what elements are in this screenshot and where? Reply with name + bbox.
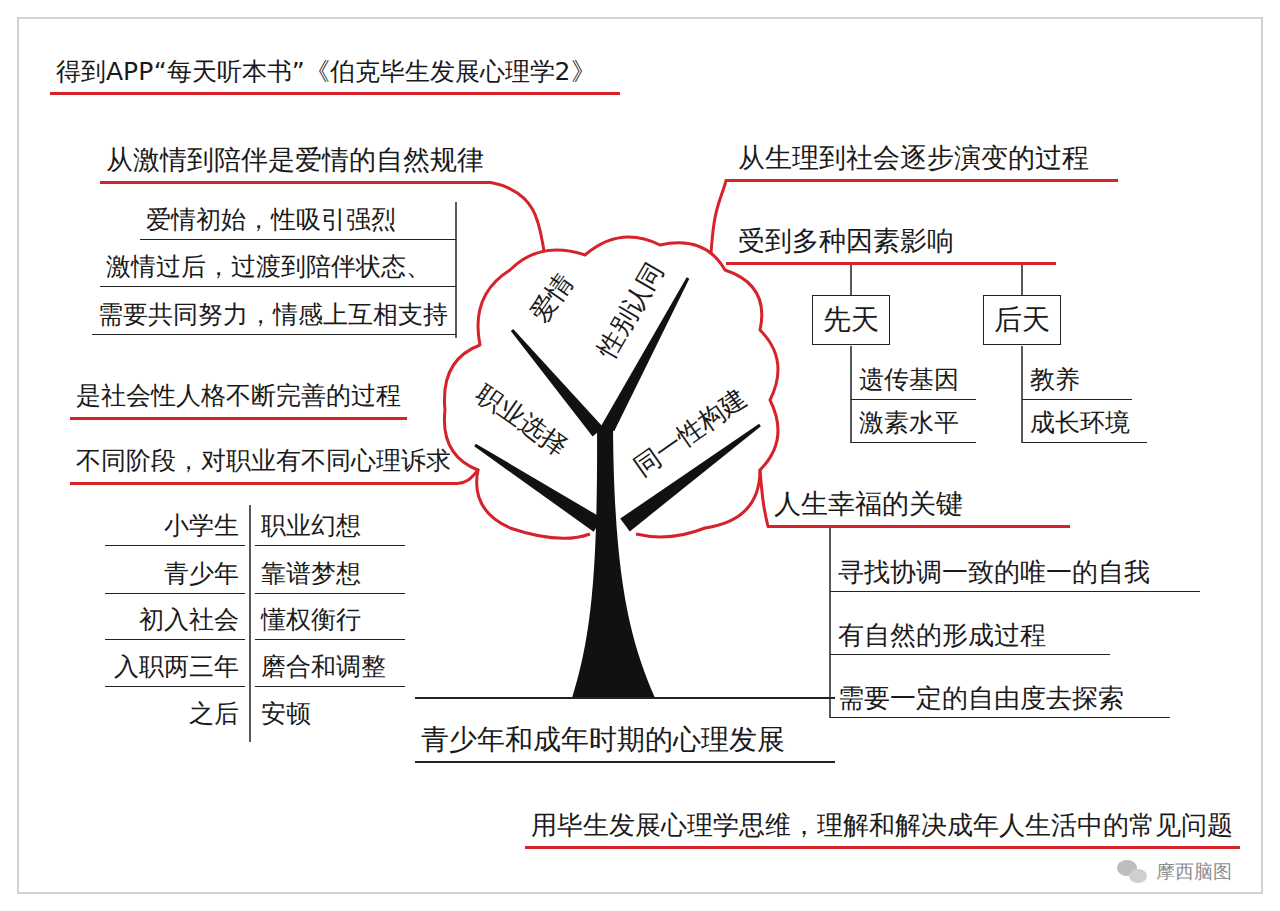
- caption-text: 用毕生发展心理学思维，理解和解决成年人生活中的常见问题: [525, 808, 1240, 849]
- label-slot: 教养: [1022, 364, 1132, 400]
- note-text: 之后: [105, 698, 245, 730]
- note-text: 磨合和调整: [255, 651, 405, 687]
- cloud-crown: 爱情性别认同职业选择同一性构建: [430, 220, 800, 550]
- note-text: 安顿: [255, 698, 317, 730]
- label-slot: 靠谱梦想: [255, 558, 405, 594]
- label-slot: 之后: [105, 698, 245, 730]
- trunk-label: 青少年和成年时期的心理发展: [415, 722, 835, 763]
- heading-text: 受到多种因素影响: [726, 224, 1056, 265]
- list-rule: [455, 202, 457, 338]
- label-slot: 遗传基因: [851, 364, 976, 400]
- connector: [490, 183, 544, 252]
- label-slot: 激情过后，过渡到陪伴状态、: [100, 251, 456, 287]
- label-slot: 小学生: [105, 510, 245, 546]
- note-text: 懂权衡行: [255, 604, 405, 640]
- heading-text: 人生幸福的关键: [768, 487, 1070, 528]
- label-slot: 需要一定的自由度去探索: [830, 682, 1170, 718]
- note-text: 激情过后，过渡到陪伴状态、: [100, 251, 456, 287]
- label-slot: 初入社会: [105, 604, 245, 640]
- label-slot: 成长环境: [1022, 407, 1147, 443]
- branch-label-slot: 爱情: [524, 268, 580, 329]
- branch-heading: 是社会性人格不断完善的过程不同阶段，对职业有不同心理诉求: [70, 379, 457, 485]
- label-slot: 有自然的形成过程: [830, 619, 1110, 655]
- box-text: 后天: [994, 302, 1050, 338]
- label-slot: 青少年和成年时期的心理发展: [415, 722, 835, 763]
- label-slot: 需要共同努力，情感上互相支持: [92, 299, 456, 335]
- label-slot: 入职两三年: [105, 651, 245, 687]
- note-text: 需要一定的自由度去探索: [830, 682, 1170, 718]
- label-slot: 安顿: [255, 698, 317, 730]
- connector: [760, 470, 768, 527]
- cloud-line: [444, 237, 778, 538]
- connector: [457, 470, 478, 484]
- branch-label-slot: 性别认同: [590, 257, 670, 363]
- note-text: 入职两三年: [105, 651, 245, 687]
- heading-text: 是社会性人格不断完善的过程: [70, 379, 407, 420]
- factor-box: 后天: [983, 295, 1061, 345]
- connector: [1021, 264, 1023, 296]
- wechat-icon: [1117, 860, 1147, 883]
- branch-heading: 从生理到社会逐步演变的过程受到多种因素影响: [726, 141, 1118, 265]
- note-text: 爱情初始，性吸引强烈: [140, 204, 456, 240]
- frame: [18, 18, 1262, 893]
- connector: [711, 181, 726, 254]
- note-text: 小学生: [105, 510, 245, 546]
- heading-text: 从生理到社会逐步演变的过程: [726, 141, 1118, 182]
- factor-box: 先天: [812, 295, 890, 345]
- note-text: 成长环境: [1022, 407, 1147, 443]
- note-text: 寻找协调一致的唯一的自我: [830, 556, 1200, 592]
- branch-label: 爱情: [524, 268, 580, 329]
- branch-label: 同一性构建: [628, 382, 753, 483]
- label-slot: 懂权衡行: [255, 604, 405, 640]
- branch-label: 性别认同: [590, 257, 670, 363]
- branch-heading: 人生幸福的关键: [768, 487, 1070, 528]
- connector: [850, 264, 852, 296]
- title-slot: 得到APP“每天听本书”《伯克毕生发展心理学2》: [50, 55, 620, 95]
- title-text: 得到APP“每天听本书”《伯克毕生发展心理学2》: [50, 55, 620, 95]
- ground-line: [415, 697, 835, 699]
- label-slot: 寻找协调一致的唯一的自我: [830, 556, 1200, 592]
- note-text: 靠谱梦想: [255, 558, 405, 594]
- branch-heading: 从激情到陪伴是爱情的自然规律: [100, 143, 490, 184]
- label-slot: 激素水平: [851, 407, 976, 443]
- label-slot: 职业幻想: [255, 510, 405, 546]
- label-slot: 摩西脑图: [1150, 858, 1238, 884]
- watermark: 摩西脑图: [1150, 858, 1238, 884]
- caption-slot: 用毕生发展心理学思维，理解和解决成年人生活中的常见问题: [525, 808, 1240, 849]
- label-slot: 磨合和调整: [255, 651, 405, 687]
- note-text: 遗传基因: [851, 364, 976, 400]
- box-text: 先天: [823, 302, 879, 338]
- table-rule: [249, 505, 251, 742]
- note-text: 青少年: [105, 558, 245, 594]
- note-text: 职业幻想: [255, 510, 405, 546]
- note-text: 激素水平: [851, 407, 976, 443]
- note-text: 初入社会: [105, 604, 245, 640]
- branch-label: 职业选择: [470, 377, 574, 463]
- label-slot: 青少年: [105, 558, 245, 594]
- note-text: 有自然的形成过程: [830, 619, 1110, 655]
- heading-text: 从激情到陪伴是爱情的自然规律: [100, 143, 490, 184]
- note-text: 教养: [1022, 364, 1132, 400]
- label-slot: 爱情初始，性吸引强烈: [140, 204, 456, 240]
- heading-text: 不同阶段，对职业有不同心理诉求: [70, 444, 457, 485]
- branch-label-slot: 职业选择: [470, 377, 574, 463]
- branch-label-slot: 同一性构建: [628, 382, 753, 483]
- note-text: 需要共同努力，情感上互相支持: [92, 299, 456, 335]
